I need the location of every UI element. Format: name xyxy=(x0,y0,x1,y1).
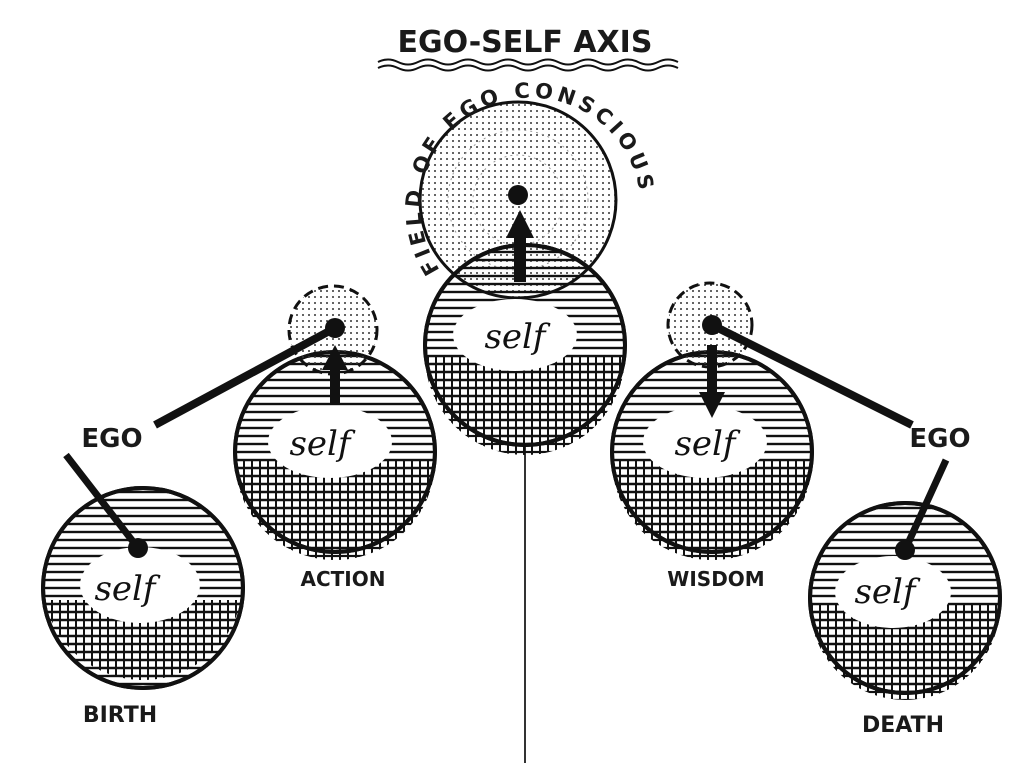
ego-point xyxy=(128,538,148,558)
self-label: self xyxy=(484,317,550,357)
self-label: self xyxy=(289,424,355,464)
arrow-up-icon xyxy=(322,345,348,405)
wisdom-self-circle: self xyxy=(610,350,814,560)
action-self-circle: self xyxy=(233,350,437,560)
diagram-title: EGO-SELF AXIS xyxy=(398,25,653,60)
ego-label-left: EGO xyxy=(81,424,142,454)
ego-line xyxy=(63,452,141,551)
center-self-circle: self xyxy=(423,243,627,455)
birth-self-circle: self xyxy=(41,486,245,690)
stage-label-death: DEATH xyxy=(862,713,944,738)
ego-line xyxy=(710,321,914,429)
self-label: self xyxy=(94,569,160,609)
ego-label-right: EGO xyxy=(909,424,970,454)
ego-line xyxy=(901,458,950,552)
stage-label-wisdom: WISDOM xyxy=(667,567,764,591)
arrow-up-icon xyxy=(506,210,534,282)
death-self-circle: self xyxy=(808,501,1002,700)
ego-line xyxy=(153,324,337,429)
stage-label-action: ACTION xyxy=(301,567,386,591)
stage-label-birth: BIRTH xyxy=(83,703,157,728)
self-label: self xyxy=(854,572,920,612)
self-label: self xyxy=(674,424,740,464)
arrow-down-icon xyxy=(699,345,725,418)
title-wavy-underline xyxy=(377,58,679,66)
